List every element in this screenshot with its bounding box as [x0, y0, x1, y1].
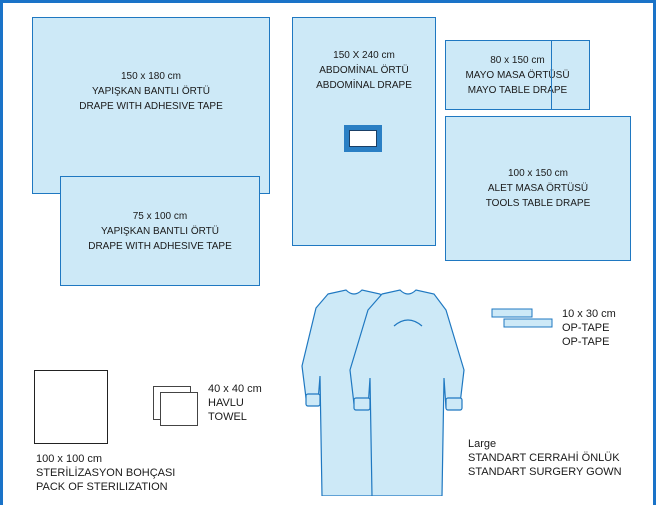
drape-name-en: MAYO TABLE DRAPE — [467, 84, 568, 96]
sterilization-pack-label: 100 x 100 cm STERİLİZASYON BOHÇASI PACK … — [36, 452, 175, 494]
frame-right — [653, 0, 656, 505]
op-tape-illustration — [491, 308, 553, 328]
pack-size: 100 x 100 cm — [36, 453, 103, 465]
abdominal-window-icon — [344, 125, 382, 152]
towel-front-icon — [160, 392, 198, 426]
op-tape-name-tr: OP-TAPE — [562, 322, 610, 334]
towel-size: 40 x 40 cm — [208, 383, 262, 395]
drape-name-tr: ALET MASA ÖRTÜSÜ — [487, 183, 589, 194]
drape-adhesive-large: 150 x 180 cm YAPIŞKAN BANTLI ÖRTÜ DRAPE … — [32, 17, 270, 194]
gown-name-en: STANDART SURGERY GOWN — [468, 466, 622, 478]
gown-label: Large STANDART CERRAHİ ÖNLÜK STANDART SU… — [468, 437, 622, 479]
sterilization-pack-square — [34, 370, 108, 444]
drape-size: 80 x 150 cm — [490, 54, 545, 66]
drape-name-tr: YAPIŞKAN BANTLI ÖRTÜ — [101, 225, 219, 237]
drape-size: 150 x 180 cm — [120, 71, 182, 82]
drape-size: 100 x 150 cm — [507, 168, 569, 179]
drape-name-tr: YAPIŞKAN BANTLI ÖRTÜ — [92, 86, 210, 97]
drape-adhesive-small: 75 x 100 cm YAPIŞKAN BANTLI ÖRTÜ DRAPE W… — [60, 176, 260, 286]
frame-left — [0, 0, 3, 505]
drape-size: 150 X 240 cm — [333, 50, 395, 61]
mayo-fold-line — [551, 40, 552, 110]
op-tape-size: 10 x 30 cm — [562, 308, 616, 320]
tools-table-drape: 100 x 150 cm ALET MASA ÖRTÜSÜ TOOLS TABL… — [445, 116, 631, 261]
gown-name-tr: STANDART CERRAHİ ÖNLÜK — [468, 452, 620, 464]
frame-top — [0, 0, 656, 3]
pack-name-en: PACK OF STERILIZATION — [36, 481, 168, 493]
drape-size: 75 x 100 cm — [132, 210, 188, 222]
gown-front — [349, 289, 465, 496]
drape-name-tr: ABDOMİNAL ÖRTÜ — [319, 65, 409, 76]
towel-name-tr: HAVLU — [208, 397, 244, 409]
drape-name-en: TOOLS TABLE DRAPE — [485, 198, 591, 209]
op-tape-name-en: OP-TAPE — [562, 336, 610, 348]
towel-name-en: TOWEL — [208, 411, 247, 423]
op-tape-label: 10 x 30 cm OP-TAPE OP-TAPE — [562, 307, 616, 349]
towel-label: 40 x 40 cm HAVLU TOWEL — [208, 382, 262, 424]
drape-name-en: DRAPE WITH ADHESIVE TAPE — [88, 240, 232, 252]
drape-name-tr: MAYO MASA ÖRTÜSÜ — [465, 69, 570, 81]
gown-size: Large — [468, 438, 497, 450]
drape-name-en: ABDOMİNAL DRAPE — [316, 80, 412, 91]
pack-name-tr: STERİLİZASYON BOHÇASI — [36, 467, 176, 479]
surgery-gown-illustration — [301, 289, 465, 496]
drape-name-en: DRAPE WITH ADHESIVE TAPE — [79, 101, 223, 112]
mayo-table-drape: 80 x 150 cm MAYO MASA ÖRTÜSÜ MAYO TABLE … — [445, 40, 590, 110]
